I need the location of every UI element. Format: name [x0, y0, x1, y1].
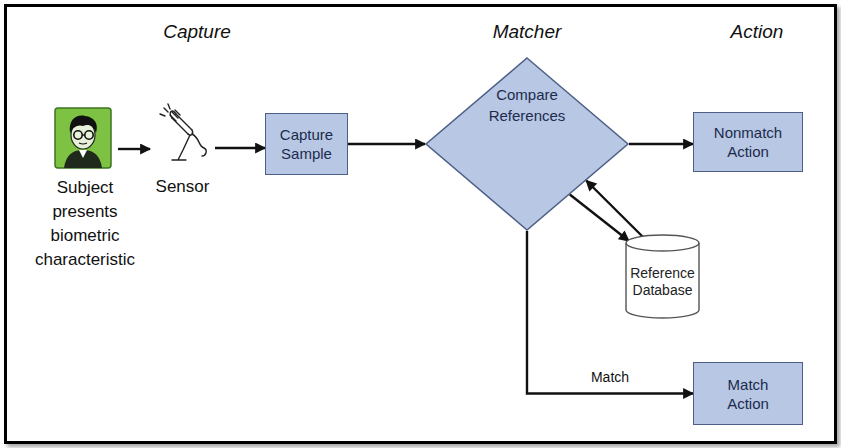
subject-icon: Subject presents biometric characteristi… [52, 108, 118, 168]
node-label: Reference Database [625, 265, 700, 299]
edge-label: Match [591, 369, 629, 385]
flow-arrow [629, 143, 693, 145]
flow-arrow [586, 181, 643, 238]
diamond-outline [425, 57, 629, 231]
decision-diamond: Compare References [425, 57, 629, 231]
flow-arrow [215, 147, 265, 149]
node-label: Nonmatch Action [708, 123, 788, 161]
sensor-illustration [150, 104, 215, 164]
flow-arrow [118, 148, 150, 150]
node-label: Match Action [708, 375, 788, 413]
stage-heading: Action [731, 21, 784, 43]
node-label: Capture Sample [267, 125, 347, 163]
process-box: Nonmatch Action [693, 112, 803, 172]
person-illustration [52, 108, 118, 168]
flow-arrow [348, 143, 425, 145]
node-caption: Sensor [138, 175, 228, 199]
node-caption: Subject presents biometric characteristi… [23, 176, 147, 272]
process-box: Capture Sample [265, 113, 348, 175]
node-label: Compare References [477, 84, 577, 126]
sensor-icon: Sensor [150, 104, 215, 164]
stage-heading: Capture [163, 21, 231, 43]
database-cylinder: Reference Database [625, 235, 700, 319]
flow-arrow [570, 195, 629, 242]
process-box: Match Action [693, 362, 803, 425]
stage-heading: Matcher [493, 21, 562, 43]
